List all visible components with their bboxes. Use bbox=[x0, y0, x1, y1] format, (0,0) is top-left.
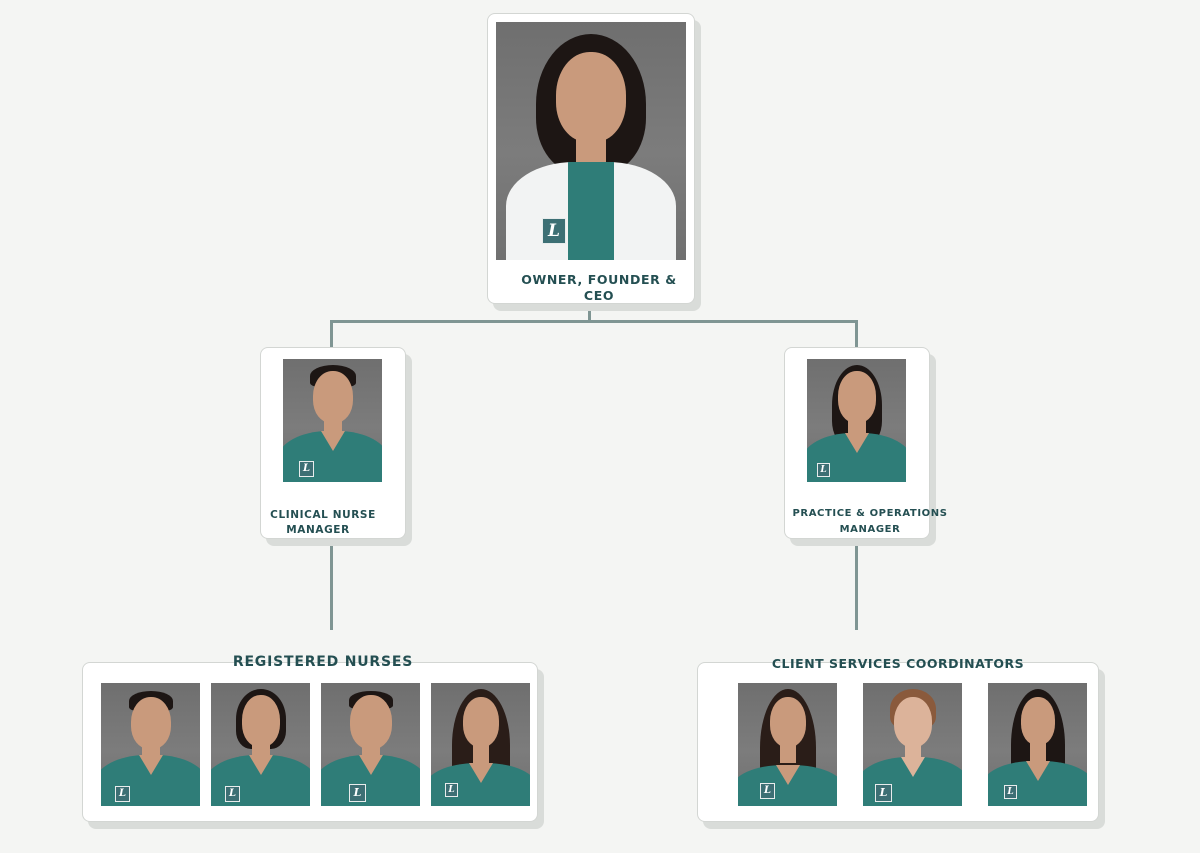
nurse-photo: L bbox=[211, 683, 310, 806]
ceo-card: L OWNER, FOUNDER & CEO bbox=[487, 13, 695, 304]
clinic-logo-icon: L bbox=[817, 463, 830, 477]
registered-nurses-team-card: REGISTERED NURSES L L L L bbox=[82, 654, 538, 822]
clinic-logo-icon: L bbox=[225, 786, 240, 802]
client-services-team-card: CLIENT SERVICES COORDINATORS L L L bbox=[697, 656, 1099, 822]
clinic-logo-icon: L bbox=[760, 783, 775, 799]
coordinator-photo: L bbox=[988, 683, 1087, 806]
clinic-logo-icon: L bbox=[115, 786, 130, 802]
connector-to-coordinators bbox=[855, 537, 858, 630]
clinic-logo-icon: L bbox=[349, 784, 366, 802]
clinic-logo-icon: L bbox=[542, 218, 566, 244]
clinic-logo-icon: L bbox=[445, 783, 458, 797]
operations-manager-photo: L bbox=[807, 359, 906, 482]
connector-to-nurses bbox=[330, 537, 333, 630]
client-services-title: CLIENT SERVICES COORDINATORS bbox=[771, 656, 1025, 671]
clinic-logo-icon: L bbox=[1004, 785, 1017, 799]
connector-to-clinical-manager bbox=[330, 320, 333, 348]
nurse-photo: L bbox=[431, 683, 530, 806]
nurse-photo: L bbox=[321, 683, 420, 806]
connector-horizontal bbox=[330, 320, 858, 323]
operations-manager-card: L PRACTICE & OPERATIONS MANAGER bbox=[784, 347, 947, 539]
clinical-nurse-manager-photo: L bbox=[283, 359, 382, 482]
nurse-photo: L bbox=[101, 683, 200, 806]
coordinator-photo: L bbox=[863, 683, 962, 806]
connector-to-operations-manager bbox=[855, 320, 858, 348]
clinical-nurse-manager-card: L CLINICAL NURSE MANAGER bbox=[260, 347, 406, 539]
clinic-logo-icon: L bbox=[875, 784, 892, 802]
connector-root-down bbox=[588, 302, 591, 322]
clinic-logo-icon: L bbox=[299, 461, 314, 477]
ceo-role-label: OWNER, FOUNDER & CEO bbox=[521, 272, 677, 303]
registered-nurses-title: REGISTERED NURSES bbox=[232, 654, 414, 670]
clinical-nurse-manager-role-label: CLINICAL NURSE MANAGER bbox=[270, 509, 376, 536]
coordinator-photo: L bbox=[738, 683, 837, 806]
ceo-photo: L bbox=[496, 22, 686, 260]
operations-manager-role-label: PRACTICE & OPERATIONS MANAGER bbox=[792, 508, 948, 535]
